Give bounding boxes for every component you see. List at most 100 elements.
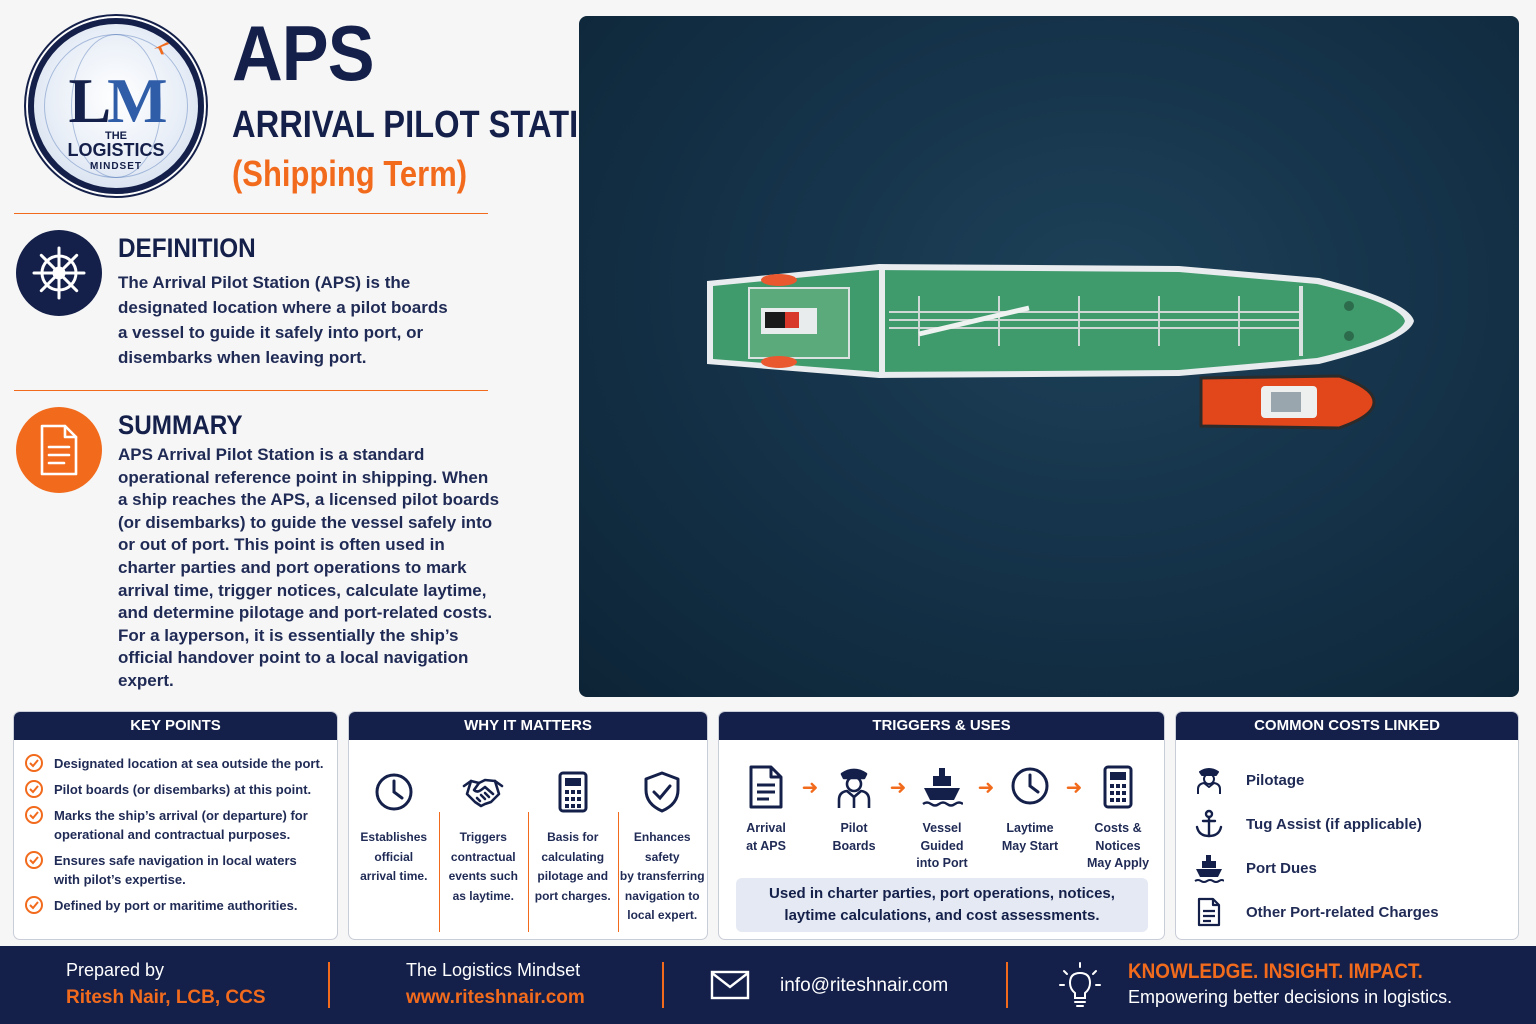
key-point-line: with pilot’s expertise. [54,872,186,887]
check-circle-icon [25,754,43,772]
summary-line: For a layperson, it is essentially the s… [118,625,459,645]
triggers-note: Used in charter parties, port operations… [736,878,1148,932]
logo-initials: LM [34,64,198,138]
definition-heading: DEFINITION [118,233,256,263]
arrow-right-icon: ➜ [1065,776,1083,799]
ship-icon [922,768,963,807]
summary-line: expert. [118,670,174,690]
document-icon [749,765,783,809]
step-line: Guided [920,838,964,853]
arrow-right-icon: ➜ [977,776,995,799]
document-icon [1197,897,1221,927]
divider-middle [14,390,488,391]
why-line: Triggers [459,830,507,844]
deck-divider [879,270,885,372]
cost-label: Port Dues [1246,859,1317,877]
email-link[interactable]: info@riteshnair.com [780,975,949,996]
flow-step: Arrival at APS [735,764,797,855]
triggers-uses-title: TRIGGERS & USES [719,712,1164,740]
key-point-line: Designated location at sea outside the p… [54,756,324,771]
tanker-and-pilot-boat-illustration [707,264,1414,430]
list-item: Pilot boards (or disembarks) at this poi… [24,780,329,799]
step-line: Notices [1095,838,1141,853]
author-name: Ritesh Nair, LCB, CCS [66,987,266,1008]
arrow-right-icon: ➜ [889,776,907,799]
check-circle-icon [25,851,43,869]
clock-icon [1011,767,1049,805]
arrow-right-icon: ➜ [801,776,819,799]
summary-heading: SUMMARY [118,410,243,440]
why-line: arrival time. [360,869,428,883]
key-point-line: Ensures safe navigation in local waters [54,853,297,868]
common-costs-list: Pilotage Tug Assist (if applicable) Port… [1176,740,1518,934]
footer-tagline: Empowering better decisions in logistics… [1128,987,1453,1007]
summary-line: charter parties and port operations to m… [118,557,467,577]
why-line: official [374,849,414,864]
definition-line: The Arrival Pilot Station (APS) is the [118,273,411,292]
list-item: Marks the ship’s arrival (or departure) … [24,806,329,844]
brand-logo: LM THE LOGISTICS MINDSET [28,18,204,194]
key-point-line: Pilot boards (or disembarks) at this poi… [54,782,312,797]
funnel [765,312,785,328]
key-points-list: Designated location at sea outside the p… [14,740,337,915]
logo-text-the: THE [105,130,127,142]
mail-icon [710,970,750,1000]
why-line: as laytime. [452,888,514,903]
step-line: at APS [746,838,786,853]
calculator-icon [558,771,588,813]
note-line: laytime calculations, and cost assessmen… [784,907,1100,924]
why-line: pilotage and [537,869,609,883]
step-line: May Apply [1086,856,1150,870]
summary-line: official handover point to a local navig… [118,648,469,668]
logo-initial-m: M [107,65,167,136]
list-item: Basis for calculating pilotage and port … [528,770,618,939]
check-circle-icon [25,806,43,824]
summary-line: or out of port. This point is often used… [118,535,445,555]
shield-check-icon [644,771,680,813]
pilot-boat-roof [1271,392,1301,412]
anchor-icon [1195,809,1223,838]
list-item: Other Port-related Charges [1194,890,1518,934]
why-line: Establishes [360,830,428,844]
why-it-matters-panel: WHY IT MATTERS Establishes official arri… [348,711,708,940]
lifeboat-port [761,274,797,286]
key-point-line: operational and contractual purposes. [54,827,291,842]
step-line: Laytime [1006,821,1054,835]
handshake-icon [462,778,504,808]
website-link[interactable]: www.riteshnair.com [406,987,585,1008]
footer-divider [1006,962,1008,1008]
footer-divider [328,962,330,1008]
calculator-icon [1103,765,1133,809]
list-item: Enhances safety by transferring navigati… [617,770,708,939]
note-line: Used in charter parties, port operations… [769,885,1115,902]
why-line: Basis for [547,830,599,844]
key-points-title: KEY POINTS [14,712,337,740]
why-line: by transferring [619,869,705,883]
why-line: events such [448,869,518,883]
definition-line: disembarks when leaving port. [118,348,367,367]
step-line: Costs & [1094,821,1142,835]
lifeboat-starboard [761,356,797,368]
clock-icon [375,773,413,811]
footer: Prepared by Ritesh Nair, LCB, CCS The Lo… [0,946,1536,1024]
definition-line: a vessel to guide it safely into port, o… [118,323,424,342]
list-item: Ensures safe navigation in local waters w… [24,851,329,889]
ship-icon [1194,855,1224,883]
logo-initial-l: L [68,65,111,136]
summary-line: operational reference point in shipping.… [118,467,489,487]
logo-globe-meridian [71,34,161,178]
summary-line: a ship reaches the APS, a licensed pilot… [118,490,500,510]
why-it-matters-title: WHY IT MATTERS [349,712,707,740]
step-line: into Port [916,856,968,870]
summary-line: arrival time, trigger notices, calculate… [118,580,487,600]
step-line: Arrival [746,821,786,835]
bow-winch [1344,301,1354,311]
lightbulb-icon [1059,962,1101,1007]
bow-divider [1299,286,1303,356]
pilot-icon [1197,768,1221,794]
definition-line: designated location where a pilot boards [118,298,448,317]
